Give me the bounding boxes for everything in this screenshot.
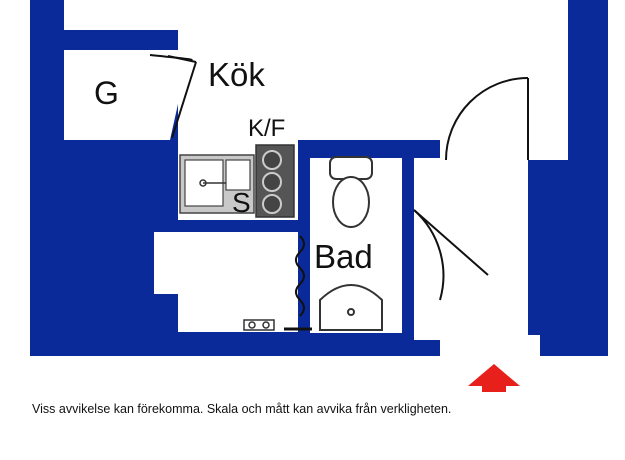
fridge-freezer-label: K/F [248,115,285,142]
arrow-up-icon [468,364,520,392]
garage-label: G [94,75,119,111]
sink-label: S [232,187,251,218]
stove [255,144,295,218]
kitchen-label: Kök [208,56,265,93]
doors [149,54,529,301]
bathroom-label: Bad [314,238,373,275]
kitchen-sink [179,154,255,214]
tap-fixture [243,319,275,331]
toilet [329,156,373,228]
disclaimer-text: Viss avvikelse kan förekomma. Skala och … [32,402,452,416]
bath-sink [319,284,383,331]
radiator [284,235,312,331]
